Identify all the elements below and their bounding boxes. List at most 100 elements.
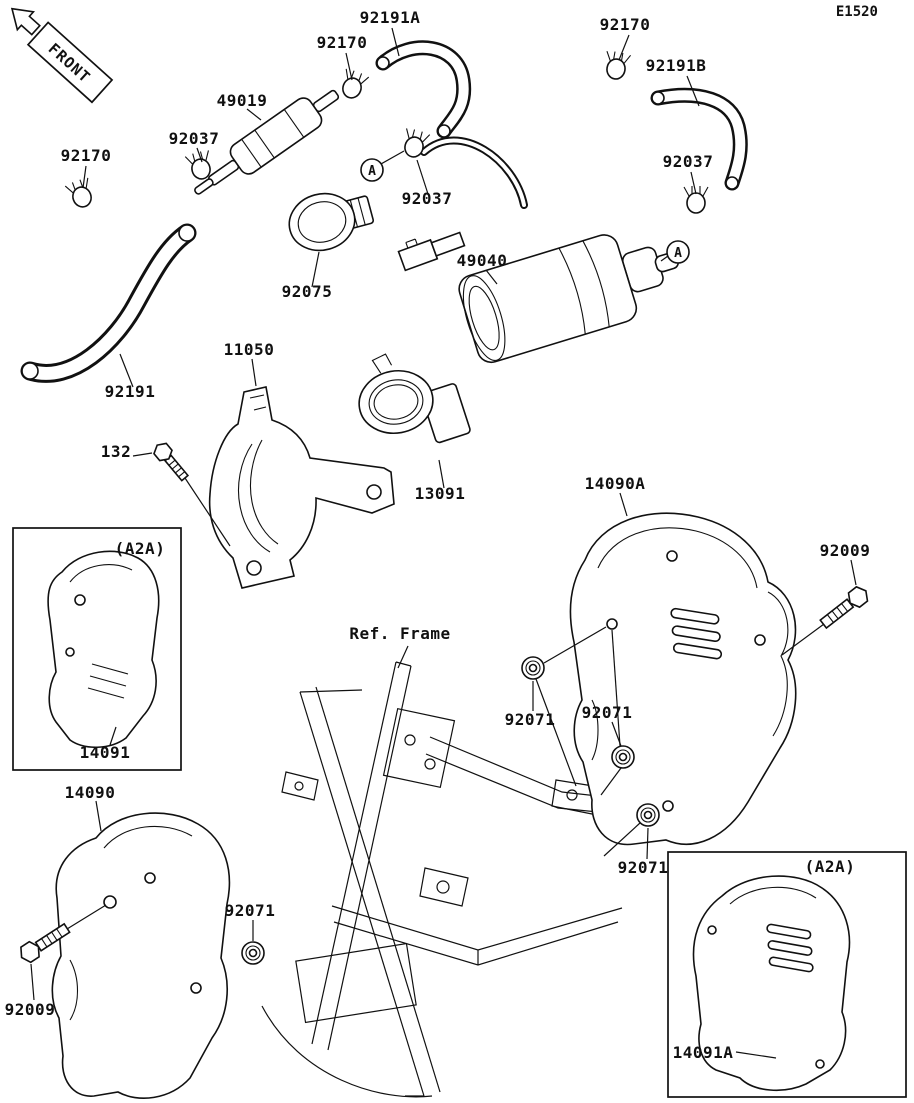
assembly-line	[535, 678, 577, 787]
canister-drawing	[458, 234, 679, 364]
variant-label-a2a-1: (A2A)	[115, 539, 166, 558]
assembly-lines	[66, 150, 825, 930]
assembly-line	[66, 904, 107, 930]
leader-line	[196, 147, 203, 163]
front-label: FRONT	[45, 40, 94, 87]
part-label-11050: 11050	[224, 340, 275, 359]
part-label-92170-3: 92170	[61, 146, 112, 165]
part-label-14091: 14091	[80, 743, 131, 762]
part-label-92191a: 92191A	[360, 8, 421, 27]
assembly-line	[603, 822, 641, 857]
leader-line	[251, 358, 257, 387]
grommet-92071-drawing	[241, 941, 265, 965]
part-label-92071-3: 92071	[618, 858, 669, 877]
bolt-92009-drawing	[20, 922, 71, 964]
assembly-line	[380, 150, 405, 165]
hose-92191-drawing	[20, 223, 197, 383]
leader-line	[416, 159, 429, 195]
callout-a: A	[360, 158, 384, 182]
cover-14090-drawing	[51, 812, 231, 1099]
hose-92191b-drawing	[650, 87, 748, 191]
leader-line	[646, 827, 649, 860]
assembly-line	[543, 626, 607, 664]
assembly-line	[781, 623, 825, 656]
pipe-holder-13091-drawing	[358, 353, 471, 444]
hose-92191a-drawing	[375, 40, 472, 139]
part-label-92009-1: 92009	[820, 541, 871, 560]
part-label-92037-2: 92037	[402, 189, 453, 208]
leader-line	[119, 353, 134, 388]
assembly-line	[611, 629, 621, 747]
grommet-92071-drawing	[636, 803, 660, 827]
cover-14091a-drawing	[692, 875, 851, 1092]
part-label-92071-2: 92071	[582, 703, 633, 722]
leader-line	[438, 459, 445, 489]
leader-line	[95, 800, 102, 832]
pipe-clamp-92075-drawing	[288, 192, 375, 252]
grommet-92071-drawing	[611, 745, 635, 769]
leader-line	[391, 27, 400, 57]
leader-line	[109, 726, 117, 746]
part-label-13091: 13091	[415, 484, 466, 503]
variant-box-bottom-right	[667, 851, 907, 1098]
fuel-filter-drawing	[194, 89, 340, 195]
part-label-92170-2: 92170	[600, 15, 651, 34]
part-label-92071-1: 92071	[505, 710, 556, 729]
assembly-line	[184, 477, 231, 547]
clamp-92037-drawing	[404, 128, 431, 158]
leader-line	[485, 269, 498, 285]
part-label-92075: 92075	[282, 282, 333, 301]
leader-line	[345, 52, 353, 81]
clamp-92170-drawing	[606, 50, 632, 80]
callout-a-text: A	[674, 246, 682, 261]
leader-line	[850, 559, 857, 586]
leader-line	[30, 963, 35, 1001]
part-label-14090a: 14090A	[585, 474, 646, 493]
part-label-49019: 49019	[217, 91, 268, 110]
callout-a: A	[666, 240, 690, 264]
bracket-clip-drawing	[397, 231, 466, 272]
ref-frame-label: Ref. Frame	[349, 624, 450, 643]
leader-line	[686, 75, 700, 107]
part-label-92037-3: 92037	[663, 152, 714, 171]
leader-line	[82, 165, 87, 189]
part-label-49040: 49040	[457, 251, 508, 270]
variant-label-a2a-2: (A2A)	[805, 857, 856, 876]
part-label-132: 132	[101, 442, 131, 461]
part-label-92071-4: 92071	[225, 901, 276, 920]
part-label-92170-1: 92170	[317, 33, 368, 52]
leader-line	[311, 251, 320, 288]
leader-lines	[30, 27, 857, 1059]
leader-line	[735, 1051, 777, 1059]
front-indicator: FRONT	[10, 7, 114, 104]
part-label-14091a: 14091A	[673, 1043, 734, 1062]
leader-line	[246, 108, 262, 121]
variant-box-top-left	[12, 527, 182, 771]
leader-line	[618, 34, 630, 61]
part-label-92009-2: 92009	[5, 1000, 56, 1019]
cover-14091-drawing	[47, 550, 160, 749]
leader-line	[397, 645, 409, 669]
leader-line	[690, 171, 697, 195]
clamp-92037-drawing	[683, 186, 709, 214]
part-label-92191b: 92191B	[646, 56, 707, 75]
assembly-line	[600, 767, 622, 796]
clamp-92170-drawing	[342, 68, 370, 99]
part-label-14090: 14090	[65, 783, 116, 802]
grommet-92071-drawing	[521, 656, 545, 680]
leader-line	[619, 492, 628, 517]
part-label-92191: 92191	[105, 382, 156, 401]
diagram-code: E1520	[836, 4, 878, 20]
bolt-92009-drawing	[819, 585, 869, 630]
cover-14090a-drawing	[569, 512, 797, 846]
callout-a-text: A	[368, 164, 376, 179]
vent-tube-drawing	[420, 136, 528, 209]
clamp-92037-drawing	[184, 150, 211, 180]
clamp-92170-drawing	[64, 177, 92, 208]
bolt-132-drawing	[153, 442, 190, 482]
leader-line	[132, 452, 153, 457]
part-label-92037-1: 92037	[169, 129, 220, 148]
bracket-11050-drawing	[208, 386, 395, 589]
